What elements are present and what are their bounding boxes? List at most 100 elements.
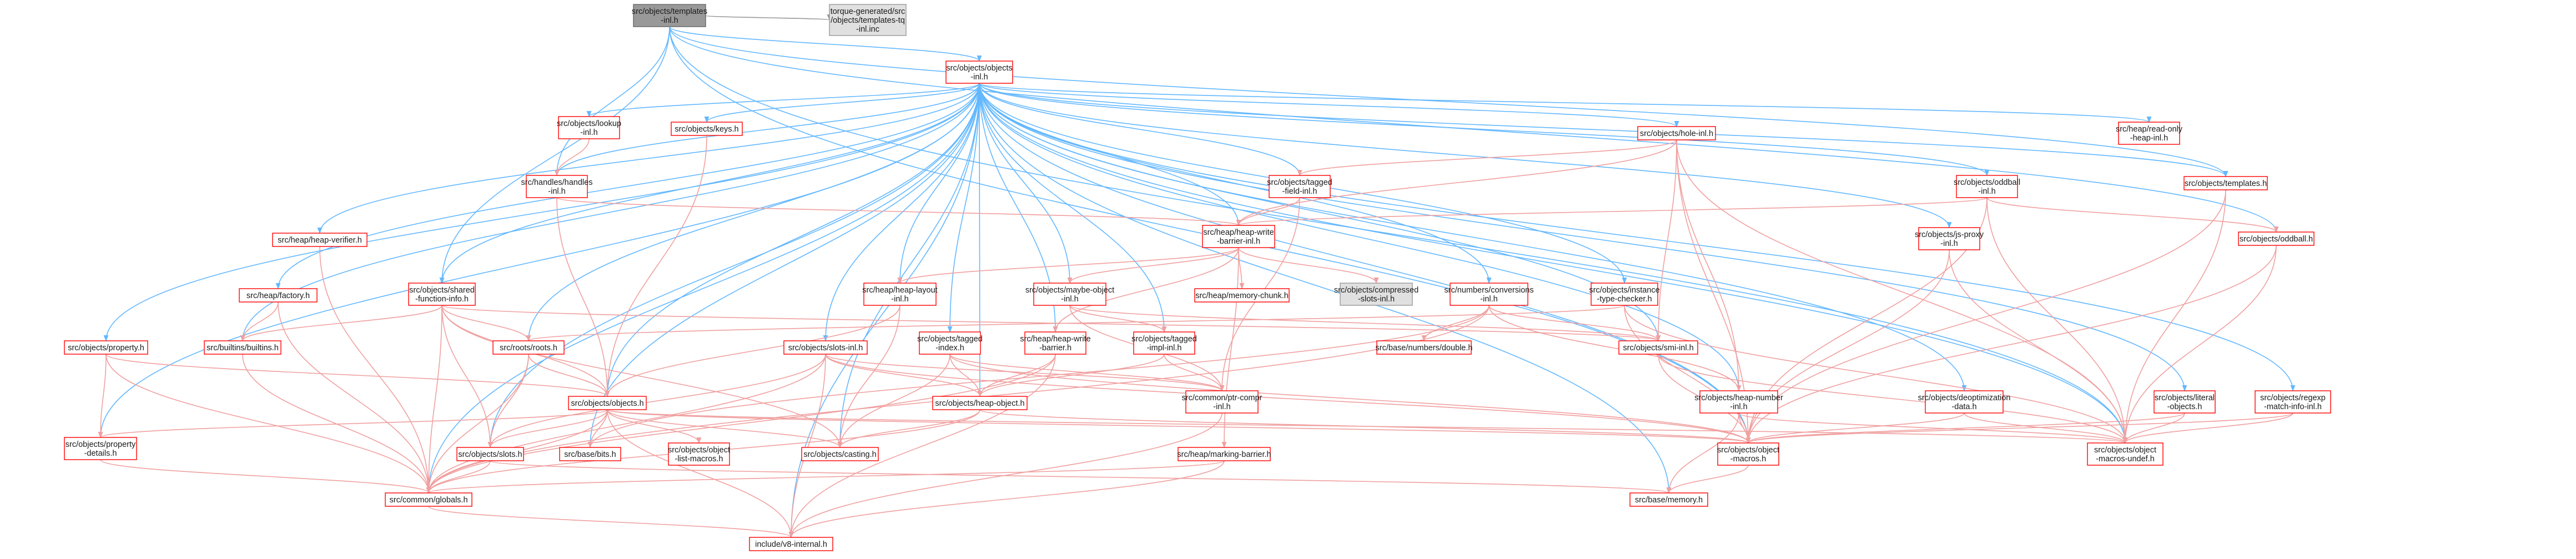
node-objects-h[interactable]: src/objects/objects.h (568, 396, 647, 410)
node-oddball-h[interactable]: src/objects/oddball.h (2238, 231, 2315, 246)
node-label-line: src/heap/heap-write (1203, 228, 1274, 237)
node-ptr-compr-inl[interactable]: src/common/ptr-compr-inl.h (1181, 390, 1262, 414)
edge-heap_write_barrier-to-heap_object (977, 354, 1056, 397)
node-hole-inl[interactable]: src/objects/hole-inl.h (1637, 126, 1716, 140)
node-maybe-object-inl[interactable]: src/objects/maybe-object-inl.h (1025, 283, 1114, 306)
node-literal-objects[interactable]: src/objects/literal-objects.h (2154, 390, 2216, 414)
node-base-bits[interactable]: src/base/bits.h (559, 447, 621, 461)
node-roots[interactable]: src/roots/roots.h (492, 340, 565, 355)
node-box (1618, 340, 1698, 355)
node-property[interactable]: src/objects/property.h (64, 340, 148, 355)
node-regexp-match-info[interactable]: src/objects/regexp-match-info-inl.h (2255, 390, 2331, 414)
node-read-only-heap-inl[interactable]: src/heap/read-only-heap-inl.h (2116, 122, 2183, 145)
edge-instance_type_checker-to-object_macros (1624, 305, 1751, 444)
edge-objects_inl-to-objects_h (605, 83, 980, 397)
edge-objects_inl-to-property (103, 83, 980, 342)
edge-templates_inl-to-oddball_h (669, 26, 2279, 233)
edge-regexp_match_info-to-object_macros_undef (2122, 412, 2293, 444)
node-box (668, 442, 730, 466)
node-conversions-inl[interactable]: src/numbers/conversions-inl.h (1444, 283, 1534, 306)
edge-deoptimization_data-to-object_macros (1745, 412, 1965, 444)
node-base-memory[interactable]: src/base/memory.h (1629, 492, 1708, 507)
node-lookup-inl[interactable]: src/objects/lookup-inl.h (557, 116, 621, 139)
node-box (408, 283, 476, 306)
node-marking-barrier[interactable]: src/heap/marking-barrier.h (1177, 447, 1271, 461)
node-label-line: src/objects/tagged (1131, 335, 1197, 344)
node-label-line: -inl.h (1730, 402, 1747, 411)
edge-objects_inl-to-tagged_impl_inl (979, 83, 1167, 333)
node-casting[interactable]: src/objects/casting.h (801, 447, 879, 461)
node-label-line: -inl.h (548, 187, 565, 196)
node-instance-type-checker[interactable]: src/objects/instance-type-checker.h (1589, 283, 1660, 306)
node-label-line: src/objects/heap-object.h (935, 399, 1024, 408)
node-label-line: -field-inl.h (1282, 187, 1317, 196)
node-memory-chunk[interactable]: src/heap/memory-chunk.h (1194, 288, 1290, 303)
edge-objects_inl-to-shared_function_info (439, 83, 980, 284)
node-label-line: src/objects/object (1717, 446, 1779, 455)
node-box (1269, 175, 1331, 198)
node-templates-h[interactable]: src/objects/templates.h (2183, 176, 2268, 190)
node-heap-layout-inl[interactable]: src/heap/heap-layout-inl.h (862, 283, 938, 306)
node-keys[interactable]: src/objects/keys.h (671, 122, 743, 136)
node-globals[interactable]: src/common/globals.h (385, 492, 472, 507)
node-label-line: -inl.inc (856, 25, 879, 34)
node-double-h[interactable]: src/base/numbers/double.h (1376, 340, 1473, 355)
node-heap-verifier[interactable]: src/heap/heap-verifier.h (272, 233, 368, 247)
node-heap-write-barrier[interactable]: src/heap/heap-write-barrier.h (1020, 331, 1091, 355)
node-heap-number-inl[interactable]: src/objects/heap-number-inl.h (1694, 390, 1783, 414)
node-tagged-field-inl[interactable]: src/objects/tagged-field-inl.h (1267, 175, 1332, 198)
node-box (1591, 283, 1658, 306)
node-torque-inc[interactable]: torque-generated/src/objects/templates-t… (829, 4, 907, 36)
node-label-line: -macros.h (1730, 455, 1766, 464)
node-heap-write-barrier-inl[interactable]: src/heap/heap-write-barrier-inl.h (1202, 225, 1275, 248)
node-objects-inl[interactable]: src/objects/objects-inl.h (945, 61, 1013, 84)
node-box (932, 396, 1028, 410)
node-label-line: -list-macros.h (675, 455, 723, 464)
node-label-line: -match-info-inl.h (2264, 402, 2322, 411)
node-label-line: -inl.h (1940, 239, 1958, 248)
node-object-list-macros[interactable]: src/objects/object-list-macros.h (668, 442, 730, 466)
node-label-line: src/objects/heap-number (1694, 394, 1783, 402)
node-box (801, 447, 879, 461)
node-deoptimization-data[interactable]: src/objects/deoptimization-data.h (1918, 390, 2011, 414)
node-shared-function-info[interactable]: src/objects/shared-function-info.h (408, 283, 476, 306)
node-tagged-index[interactable]: src/objects/tagged-index.h (917, 331, 983, 355)
node-object-macros[interactable]: src/objects/object-macros.h (1717, 442, 1779, 466)
edge-heap_factory-to-builtins (240, 301, 279, 342)
edge-objects_inl-to-lookup_inl (586, 83, 980, 118)
node-heap-object[interactable]: src/objects/heap-object.h (932, 396, 1028, 410)
node-label-line: src/roots/roots.h (500, 344, 557, 352)
node-compressed-slots-inl[interactable]: src/objects/compressed-slots-inl.h (1334, 283, 1418, 306)
node-smi-inl[interactable]: src/objects/smi-inl.h (1618, 340, 1698, 355)
node-v8-internal[interactable]: include/v8-internal.h (749, 537, 833, 551)
edge-objects_inl-to-handles_inl (554, 83, 980, 177)
edge-conversions_inl-to-base_bits (587, 305, 1490, 449)
node-box (456, 447, 524, 461)
node-heap-factory[interactable]: src/heap/factory.h (239, 288, 318, 303)
node-label-line: src/heap/marking-barrier.h (1177, 450, 1271, 459)
node-tagged-impl-inl[interactable]: src/objects/tagged-impl-inl.h (1131, 331, 1197, 355)
node-box (2255, 390, 2331, 414)
edge-objects_inl-to-hole_inl (979, 83, 1679, 128)
edge-lookup_inl-to-handles_inl (554, 138, 590, 177)
edge-js_proxy_inl-to-object_macros (1745, 249, 1950, 444)
node-slots-inl[interactable]: src/objects/slots-inl.h (783, 340, 868, 355)
node-builtins[interactable]: src/builtins/builtins.h (204, 340, 281, 355)
edge-objects_h-to-v8_internal (607, 409, 794, 538)
node-slots[interactable]: src/objects/slots.h (456, 447, 524, 461)
edge-templates_inl-to-templates_h (669, 26, 2228, 178)
edge-heap_write_barrier-to-globals (426, 354, 1056, 494)
edge-objects_h-to-slots (487, 409, 608, 449)
node-oddball-inl[interactable]: src/objects/oddball-inl.h (1954, 175, 2020, 198)
node-label-line: -details.h (84, 449, 117, 458)
node-js-proxy-inl[interactable]: src/objects/js-proxy-inl.h (1915, 227, 1984, 250)
edge-shared_function_info-to-roots (441, 305, 531, 342)
node-property-details[interactable]: src/objects/property-details.h (64, 437, 137, 460)
node-label-line: src/base/numbers/double.h (1376, 344, 1473, 352)
edge-objects_inl-to-property_details (98, 83, 980, 439)
node-templates-inl[interactable]: src/objects/templates-inl.h (632, 4, 707, 27)
edge-oddball_inl-to-oddball_h (1986, 197, 2279, 233)
node-label-line: src/objects/keys.h (675, 125, 738, 134)
node-handles-inl[interactable]: src/handles/handles-inl.h (521, 175, 593, 198)
node-object-macros-undef[interactable]: src/objects/object-macros-undef.h (2087, 442, 2164, 466)
